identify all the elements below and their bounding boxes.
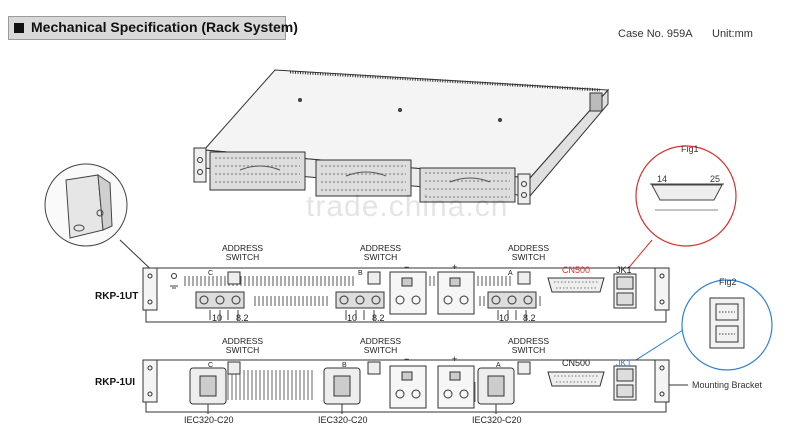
case-number: Case No. 959A [618,28,693,40]
jk1-label-top: JK1 [616,265,632,275]
jk1-label-bottom: JK1 [616,358,632,368]
section-title: Mechanical Specification (Rack System) [31,19,298,35]
slot-letter-a-top: A [508,270,513,277]
fig1-dimension-14: 14 [657,174,668,184]
dimension-10-b: 10 [347,313,358,323]
unit-label: Unit:mm [712,28,753,40]
cn500-label-bottom: CN500 [562,358,591,368]
slot-letter-c-bottom: C [208,362,214,369]
rkp-1ut-front-panel [142,267,670,323]
fig1-detail-view [609,145,737,291]
chassis-isometric-view [193,69,610,205]
dimension-10-c: 10 [212,313,223,323]
mounting-bracket-label: Mounting Bracket [692,380,763,390]
bullet-square-icon [14,23,24,33]
rkp-1ui-front-panel [142,359,688,414]
fig2-detail-view [624,279,773,371]
dimension-8-2-c: 8.2 [236,313,249,323]
fig1-title: Fig1 [681,144,699,154]
fig1-dimension-25: 25 [710,174,721,184]
iec-label-b: IEC320-C20 [318,415,368,425]
slot-letter-c-top: C [208,270,214,277]
dimension-8-2-b: 8.2 [372,313,385,323]
cn500-label-top: CN500 [562,265,591,275]
iec-label-c: IEC320-C20 [184,415,234,425]
model-label-rkp-1ui: RKP-1UI [95,377,136,388]
slot-letter-b-bottom: B [342,362,347,369]
plus-mark-top: + [452,262,458,272]
iec-label-a: IEC320-C20 [472,415,522,425]
minus-mark-bottom: − [404,354,410,364]
dimension-10-a: 10 [499,313,510,323]
watermark: trade.china.cn [306,190,509,223]
plus-mark-bottom: + [452,354,458,364]
section-header: Mechanical Specification (Rack System) [8,16,298,40]
dimension-8-2-a: 8.2 [523,313,536,323]
fig2-title: Fig2 [719,277,737,287]
slot-letter-a-bottom: A [496,362,501,369]
minus-mark-top: − [404,262,410,272]
slot-letter-b-top: B [358,270,363,277]
model-label-rkp-1ut: RKP-1UT [95,291,139,302]
bracket-detail-view [44,163,161,279]
